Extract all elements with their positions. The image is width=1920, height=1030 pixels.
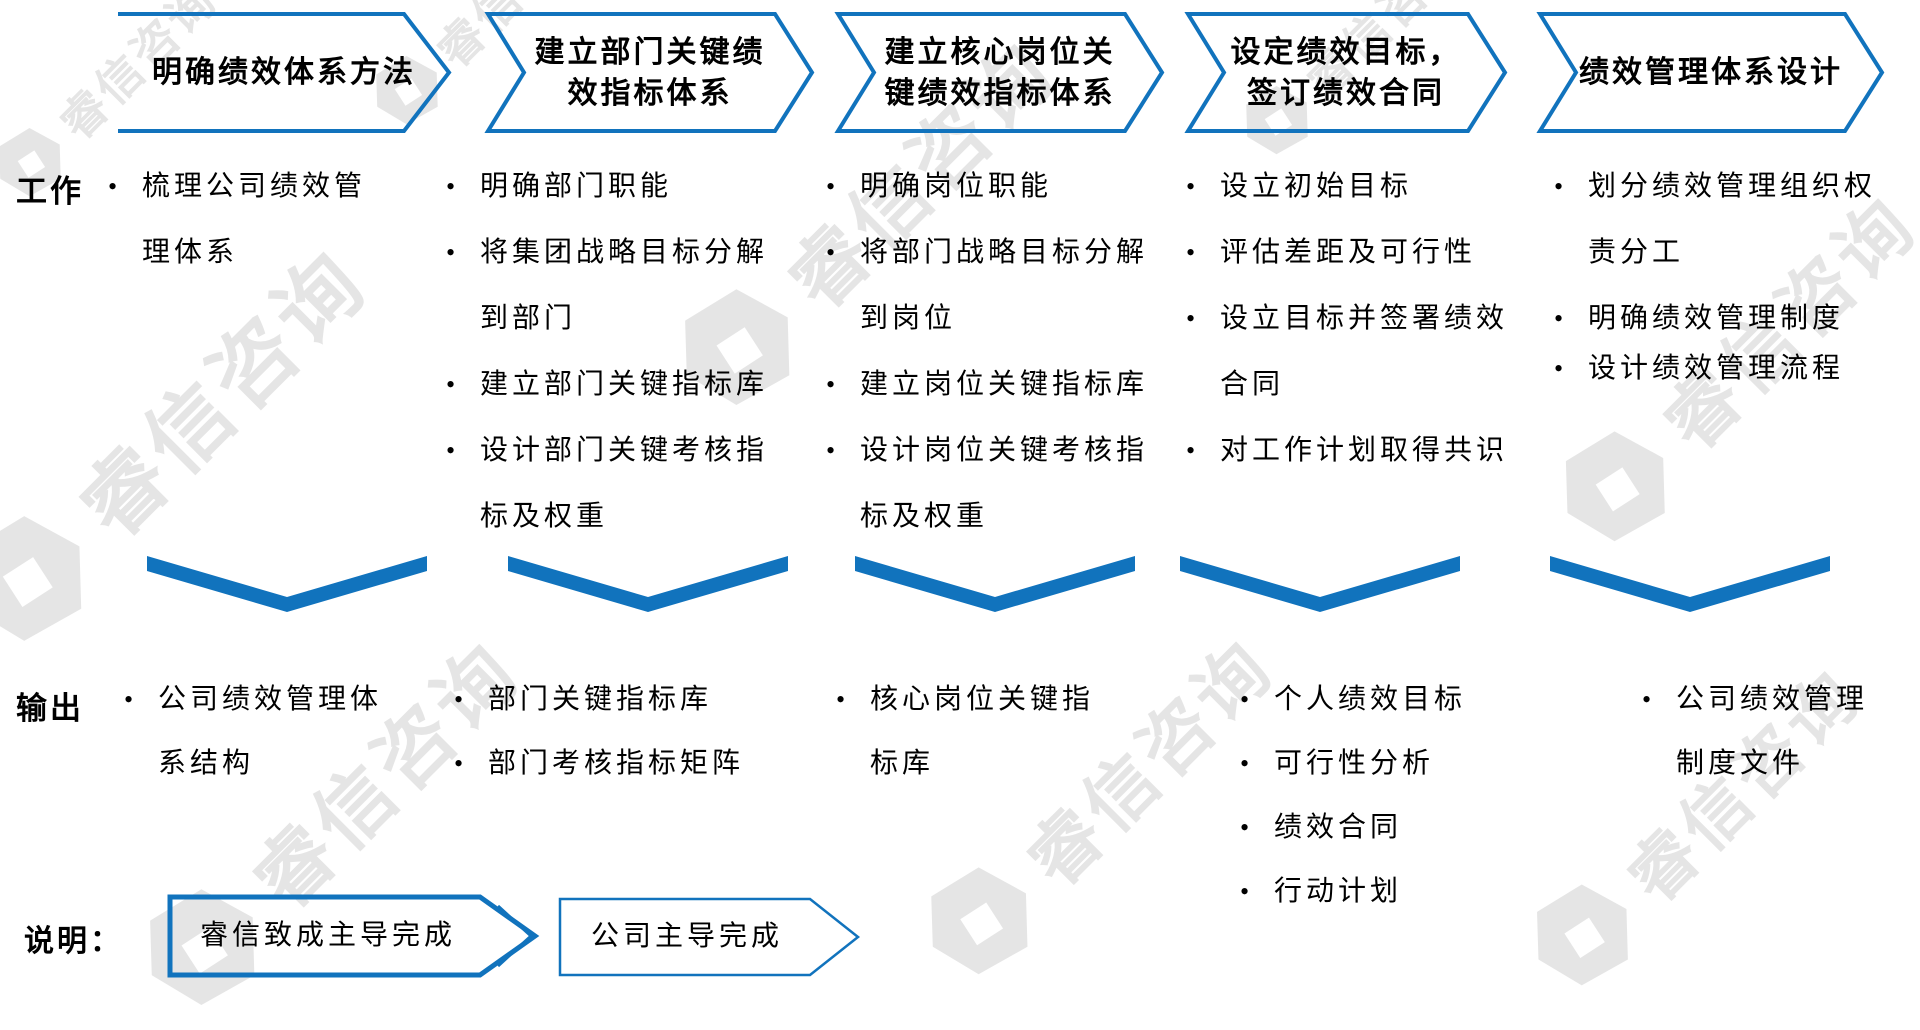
legend-arrow-consultant-inner-chevron (496, 904, 534, 968)
work-list-col3: 明确岗位职能将部门战略目标分解 到岗位建立岗位关键指标库设计岗位关键考核指 标及… (822, 154, 1187, 550)
list-item: 建立岗位关键指标库 (822, 352, 1187, 418)
list-item: 部门关键指标库 (450, 668, 815, 732)
work-list-col5: 划分绩效管理组织权 责分工明确绩效管理制度设计绩效管理流程 (1550, 154, 1915, 402)
list-item: 可行性分析 (1236, 732, 1576, 796)
list-item: 评估差距及可行性 (1182, 220, 1547, 286)
list-item: 将部门战略目标分解 到岗位 (822, 220, 1187, 352)
output-list-col1: 公司绩效管理体 系结构 (120, 668, 460, 796)
list-item: 设计岗位关键考核指 标及权重 (822, 418, 1187, 550)
down-chevron-3 (855, 556, 1135, 612)
list-item: 明确岗位职能 (822, 154, 1187, 220)
list-item: 设立目标并签署绩效 合同 (1182, 286, 1547, 418)
list-item: 设计绩效管理流程 (1550, 336, 1915, 402)
list-item: 梳理公司绩效管 理体系 (104, 154, 444, 286)
down-chevron-1 (147, 556, 427, 612)
down-chevron-2 (508, 556, 788, 612)
list-item: 明确部门职能 (442, 154, 807, 220)
stage-banner-4 (1184, 12, 1508, 133)
list-item: 将集团战略目标分解 到部门 (442, 220, 807, 352)
list-item: 个人绩效目标 (1236, 668, 1576, 732)
process-diagram-page: { "colors": { "accent": "#1173BD", "wate… (0, 0, 1920, 986)
work-list-col1: 梳理公司绩效管 理体系 (104, 154, 444, 286)
list-item: 行动计划 (1236, 860, 1576, 924)
stage-banner-2 (484, 12, 815, 133)
stage-banner-5 (1536, 12, 1885, 133)
work-list-col4: 设立初始目标评估差距及可行性设立目标并签署绩效 合同对工作计划取得共识 (1182, 154, 1547, 484)
list-item: 部门考核指标矩阵 (450, 732, 815, 796)
row-label-work: 工作 (16, 174, 84, 209)
stage-header-3: 建立核心岗位关 键绩效指标体系 (884, 35, 1116, 110)
diagram-shapes (118, 12, 1885, 978)
legend-label-consultant: 睿信致成主导完成 (199, 920, 456, 951)
output-list-col5: 公司绩效管理 制度文件 (1638, 668, 1918, 796)
stage-header-4: 设定绩效目标， 签订绩效合同 (1230, 35, 1462, 110)
output-list-col3: 核心岗位关键指 标库 (832, 668, 1172, 796)
list-item: 绩效合同 (1236, 796, 1576, 860)
stage-banner-1 (118, 12, 452, 133)
row-label-output: 输出 (16, 691, 84, 726)
down-chevron-5 (1550, 556, 1830, 612)
list-item: 设计部门关键考核指 标及权重 (442, 418, 807, 550)
stage-header-1: 明确绩效体系方法 (152, 56, 416, 89)
stage-header-5: 绩效管理体系设计 (1579, 56, 1843, 89)
stage-banner-3 (834, 12, 1165, 133)
stage-header-2: 建立部门关键绩 效指标体系 (534, 35, 766, 110)
list-item: 公司绩效管理 制度文件 (1638, 668, 1918, 796)
list-item: 明确绩效管理制度 (1550, 286, 1915, 352)
legend-label-company: 公司主导完成 (590, 921, 783, 952)
output-list-col4: 个人绩效目标可行性分析绩效合同行动计划 (1236, 668, 1576, 924)
list-item: 公司绩效管理体 系结构 (120, 668, 460, 796)
down-chevron-4 (1180, 556, 1460, 612)
list-item: 建立部门关键指标库 (442, 352, 807, 418)
list-item: 设立初始目标 (1182, 154, 1547, 220)
work-list-col2: 明确部门职能将集团战略目标分解 到部门建立部门关键指标库设计部门关键考核指 标及… (442, 154, 807, 550)
list-item: 核心岗位关键指 标库 (832, 668, 1172, 796)
output-list-col2: 部门关键指标库部门考核指标矩阵 (450, 668, 815, 796)
legend-arrow-company (558, 897, 861, 977)
list-item: 划分绩效管理组织权 责分工 (1550, 154, 1915, 286)
list-item: 对工作计划取得共识 (1182, 418, 1547, 484)
row-label-legend: 说明： (24, 925, 123, 958)
